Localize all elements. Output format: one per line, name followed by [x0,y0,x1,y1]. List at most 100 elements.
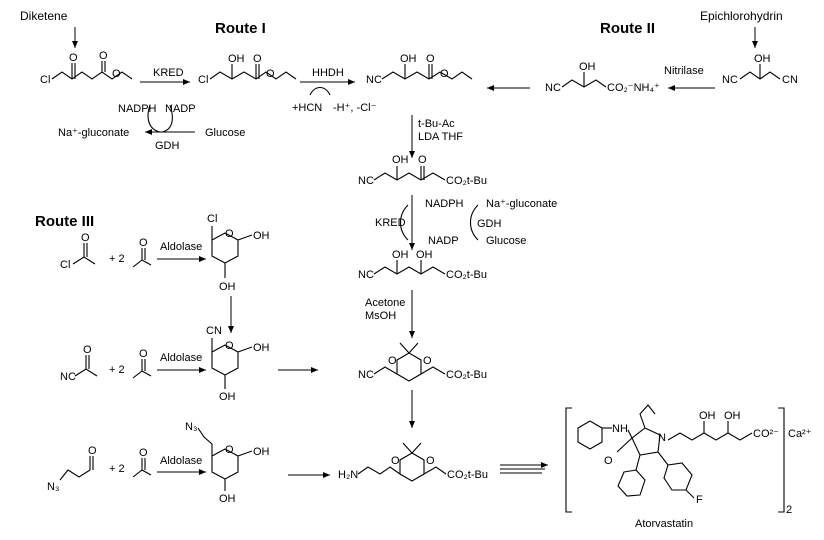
atom-nc: NC [358,269,374,281]
plus-two-2: + 2 [109,364,125,376]
acetaldehyde-2: O [132,348,152,379]
atom-o: O [423,355,432,367]
atom-o: O [112,68,121,80]
atom-coo: CO²⁻ [753,428,779,440]
atom-oh: OH [253,446,270,458]
stoichiometry-2: 2 [786,504,792,516]
atom-nc: NC [366,74,382,86]
atom-nc: NC [358,369,374,381]
atom-oh: OH [416,249,433,261]
aldolase-2: Aldolase [160,352,202,364]
diol-ester-molecule: NC OH OH CO₂t-Bu [358,249,487,281]
atom-nh: NH [612,423,628,435]
atom-cn: CN [782,74,798,86]
plus-two-3: + 2 [109,463,125,475]
nadp-label: NADP [165,103,196,115]
acetone-label: Acetone [365,297,405,309]
calcium-ion: Ca²⁺ [788,428,812,440]
chloro-lactol-molecule: Cl O OH OH [207,213,270,293]
nadph-2-label: NADPH [425,198,464,210]
atom-oh: OH [754,53,771,65]
atom-o: O [391,455,400,467]
atom-o: O [139,447,148,459]
atom-o: O [440,68,449,80]
atom-o: O [225,444,234,456]
hydroxynitrile-ester-molecule: NC OH O O [366,53,473,86]
atom-f: F [696,494,703,506]
cyano-lactol-molecule: CN O OH OH [206,325,270,403]
aldolase-1: Aldolase [160,241,202,253]
tbuac-label: t-Bu-Ac [418,118,455,130]
atom-oh: OH [400,53,417,65]
aldolase-3: Aldolase [160,455,202,467]
atom-cl: Cl [198,74,208,86]
atom-o: O [253,53,262,65]
atom-oh: OH [219,391,236,403]
route-iii-title: Route III [35,213,94,230]
atorvastatin-structure: NH O N OH OH CO²⁻ F Ca²⁺ 2 [565,404,812,516]
atom-o: O [225,228,234,240]
cyanoacetaldehyde-molecule: NC O [60,344,98,383]
na-gluconate-2-label: Na⁺-gluconate [486,198,557,210]
ammonium-carboxylate-molecule: NC OH CO₂⁻NH₄⁺ [545,61,660,94]
atom-oh: OH [253,342,270,354]
gdh-2-label: GDH [477,218,502,230]
atom-cn: CN [206,325,222,337]
atom-h2n: H₂N [338,469,358,481]
atom-oh: OH [219,493,236,505]
atom-o: O [426,455,435,467]
hydroxyglutaronitrile-molecule: NC OH CN [722,53,798,86]
atom-o: O [225,340,234,352]
atom-oh: OH [253,230,270,242]
atom-o: O [388,355,397,367]
nitrilase-label: Nitrilase [664,65,704,77]
plus-hcn-label: +HCN [292,102,322,114]
gdh-label: GDH [155,140,180,152]
atom-o: O [139,237,148,249]
atom-o: O [139,348,148,360]
chlorohydroxybutanoate-molecule: Cl OH O O [198,53,297,86]
na-gluconate-label: Na⁺-gluconate [58,127,129,139]
acetonide-amine-molecule: H₂N O O CO₂t-Bu [338,442,488,482]
minus-h-cl-label: -H⁺, -Cl⁻ [333,102,377,114]
diketene-label: Diketene [20,9,68,23]
atom-o: O [99,50,108,62]
hhdh-label: HHDH [312,67,344,79]
atom-cl: Cl [60,259,70,271]
atom-o: O [83,344,92,356]
kred-2-label: KRED [375,217,406,229]
acetonide-nitrile-molecule: NC O O CO₂t-Bu [358,342,487,382]
atom-n3: N₃ [185,421,197,433]
atom-cl: Cl [40,74,50,86]
atom-nc: NC [358,175,374,187]
atom-nc: NC [60,371,76,383]
atom-co2tbu: CO₂t-Bu [446,369,487,381]
atom-oh: OH [699,410,716,422]
atom-o: O [418,154,427,166]
route-ii-title: Route II [600,20,655,37]
atom-co2tbu: CO₂t-Bu [447,469,488,481]
atom-nc: NC [545,82,561,94]
route-i-title: Route I [215,20,266,37]
acetaldehyde-1: O [132,237,152,268]
atom-o: O [81,232,90,244]
atom-co2tbu: CO₂t-Bu [446,269,487,281]
nadp-2-label: NADP [428,235,459,247]
atom-n: N [658,432,666,444]
atom-oh: OH [579,61,596,73]
atom-o: O [88,445,97,457]
atom-oh: OH [392,154,409,166]
kred-label: KRED [153,67,184,79]
msoh-label: MsOH [365,310,396,322]
hydroxy-ketoester-molecule: NC OH O CO₂t-Bu [358,154,487,187]
nadph-label: NADPH [118,103,157,115]
product-name: Atorvastatin [635,518,693,530]
chloroacetoacetate-molecule: Cl O O O [40,50,133,86]
atom-o: O [266,68,275,80]
azidopropanal-molecule: N₃ O [47,445,97,493]
atom-n3: N₃ [47,481,59,493]
glucose-2-label: Glucose [486,235,526,247]
lda-thf-label: LDA THF [418,131,463,143]
atom-oh: OH [228,53,245,65]
